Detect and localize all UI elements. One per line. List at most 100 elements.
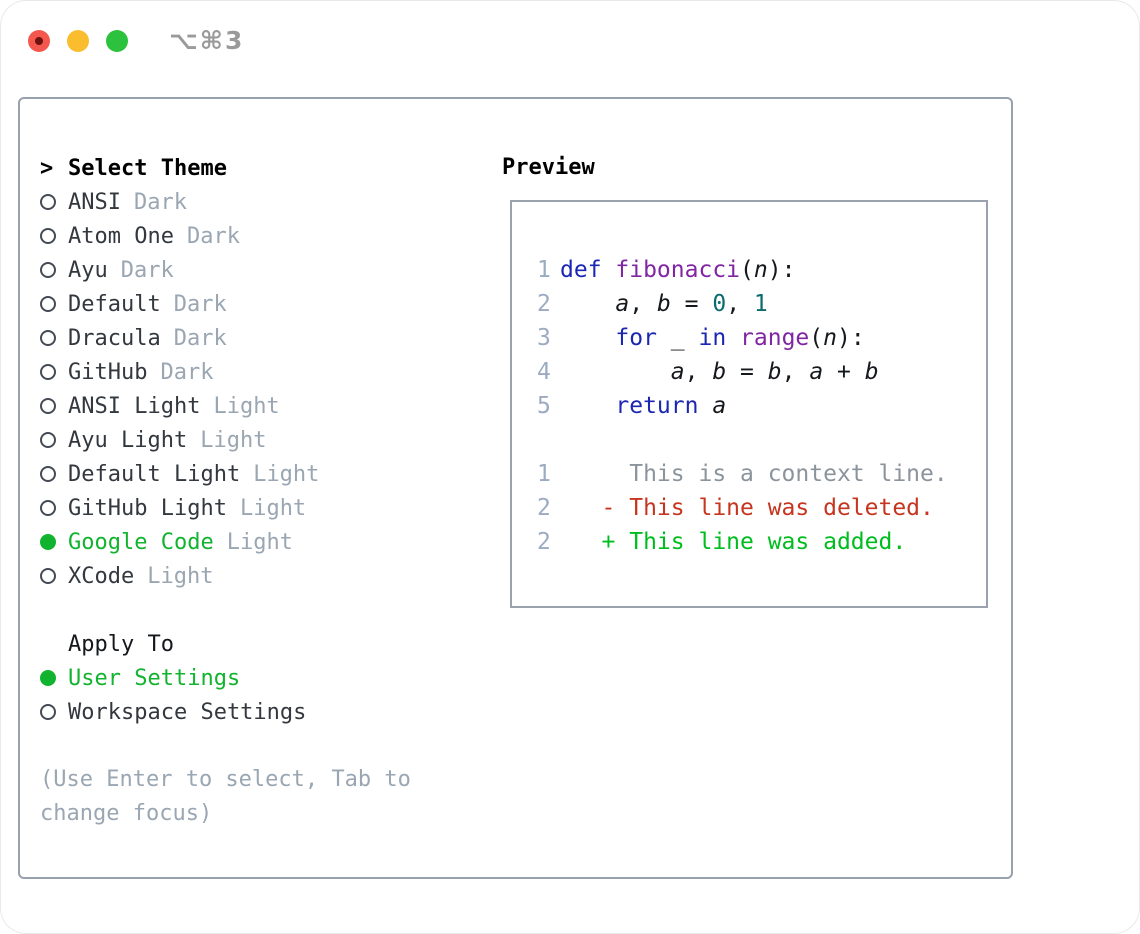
preview-line: 1 def fibonacci(n):	[537, 253, 986, 287]
radio-icon	[40, 500, 56, 516]
code-segment-plain: _	[656, 325, 699, 351]
code-segment-plain	[698, 393, 712, 419]
code-segment-var: a	[670, 359, 685, 385]
code-segment-var: a	[615, 291, 630, 317]
option-label: User Settings	[68, 665, 241, 691]
radio-icon	[40, 262, 56, 278]
radio-icon	[40, 296, 56, 312]
code-segment-plain	[560, 359, 671, 385]
preview-line: 4 a, b = b, a + b	[537, 355, 986, 389]
window-title: ⌥⌘3	[169, 26, 245, 55]
theme-variant-label: Dark	[173, 325, 227, 351]
preview-line: 1 This is a context line.	[537, 457, 986, 491]
option-label: Default Light	[68, 461, 241, 487]
line-content: for _ in range(n):	[560, 321, 865, 355]
line-number: 4	[537, 359, 551, 385]
line-content: + This line was added.	[560, 525, 907, 559]
code-segment-plain: ,	[726, 291, 754, 317]
apply-to-title: Apply To	[68, 631, 174, 657]
code-segment-title: range	[740, 325, 810, 351]
code-segment-plain: (	[809, 325, 824, 351]
theme-option[interactable]: Dracula Dark	[40, 321, 470, 355]
option-label: Ayu Light	[68, 427, 188, 453]
code-segment-kw: return	[615, 393, 699, 419]
close-button-icon[interactable]	[28, 29, 50, 52]
option-label: Dracula	[68, 325, 161, 351]
option-label: ANSI Light	[68, 393, 201, 419]
option-label: XCode	[68, 563, 135, 589]
theme-option[interactable]: Atom One Dark	[40, 219, 470, 253]
line-content: def fibonacci(n):	[560, 253, 795, 287]
theme-option[interactable]: ANSI Light Light	[40, 389, 470, 423]
theme-variant-label: Dark	[133, 189, 187, 215]
radio-icon	[40, 194, 56, 210]
theme-variant-label: Light	[253, 461, 320, 487]
theme-variant-label: Dark	[173, 291, 227, 317]
theme-variant-label: Dark	[160, 359, 214, 385]
code-segment-plain: ):	[767, 257, 796, 283]
code-segment-title: fibonacci	[615, 257, 741, 283]
radio-icon	[40, 398, 56, 414]
theme-option[interactable]: Default Light Light	[40, 457, 470, 491]
theme-variant-label: Light	[213, 393, 280, 419]
line-content: a, b = 0, 1	[560, 287, 767, 321]
code-segment-var: b	[864, 359, 879, 385]
footer-hint: (Use Enter to select, Tab to change focu…	[40, 767, 411, 826]
code-segment-plain: - This line was deleted.	[560, 495, 934, 521]
code-segment-plain	[560, 393, 615, 419]
line-number	[537, 423, 552, 457]
code-segment-number: 0	[712, 291, 727, 317]
line-number: 3	[537, 325, 551, 351]
apply-option[interactable]: Workspace Settings	[40, 695, 470, 729]
code-segment-plain	[560, 291, 615, 317]
option-label: Workspace Settings	[68, 699, 307, 725]
code-segment-plain: ,	[781, 359, 810, 385]
radio-icon	[40, 704, 56, 720]
code-segment-var: a	[712, 393, 727, 419]
line-number: 1	[537, 461, 551, 487]
line-number: 2	[537, 495, 551, 521]
code-segment-kw: def	[560, 257, 616, 283]
radio-selected-icon	[40, 670, 56, 686]
code-segment-var: b	[712, 359, 727, 385]
select-theme-header: > Select Theme	[40, 151, 470, 185]
option-label: GitHub Light	[68, 495, 227, 521]
option-label: Atom One	[68, 223, 174, 249]
focus-arrow-icon: >	[40, 155, 54, 181]
zoom-button-icon[interactable]	[106, 29, 128, 52]
theme-variant-label: Dark	[186, 223, 240, 249]
option-label: GitHub	[68, 359, 148, 385]
radio-selected-icon	[40, 534, 56, 550]
radio-icon	[40, 568, 56, 584]
theme-variant-label: Light	[239, 495, 307, 521]
radio-icon	[40, 466, 56, 482]
theme-option[interactable]: GitHub Light Light	[40, 491, 470, 525]
code-segment-plain: ):	[837, 325, 865, 351]
code-segment-plain: ,	[684, 359, 713, 385]
line-content: return a	[560, 389, 726, 423]
radio-icon	[40, 330, 56, 346]
code-segment-var: a	[809, 359, 824, 385]
line-content: a, b = b, a + b	[560, 355, 879, 389]
code-segment-var: b	[656, 291, 671, 317]
preview-line: 3 for _ in range(n):	[537, 321, 986, 355]
code-segment-plain: (	[740, 257, 754, 283]
theme-option[interactable]: GitHub Dark	[40, 355, 470, 389]
code-segment-kw: in	[698, 325, 727, 351]
minimize-button-icon[interactable]	[67, 29, 89, 52]
line-number: 1	[537, 257, 551, 283]
radio-icon	[40, 432, 56, 448]
apply-option[interactable]: User Settings	[40, 661, 470, 695]
line-number: 5	[537, 393, 551, 419]
line-content: - This line was deleted.	[560, 491, 934, 525]
